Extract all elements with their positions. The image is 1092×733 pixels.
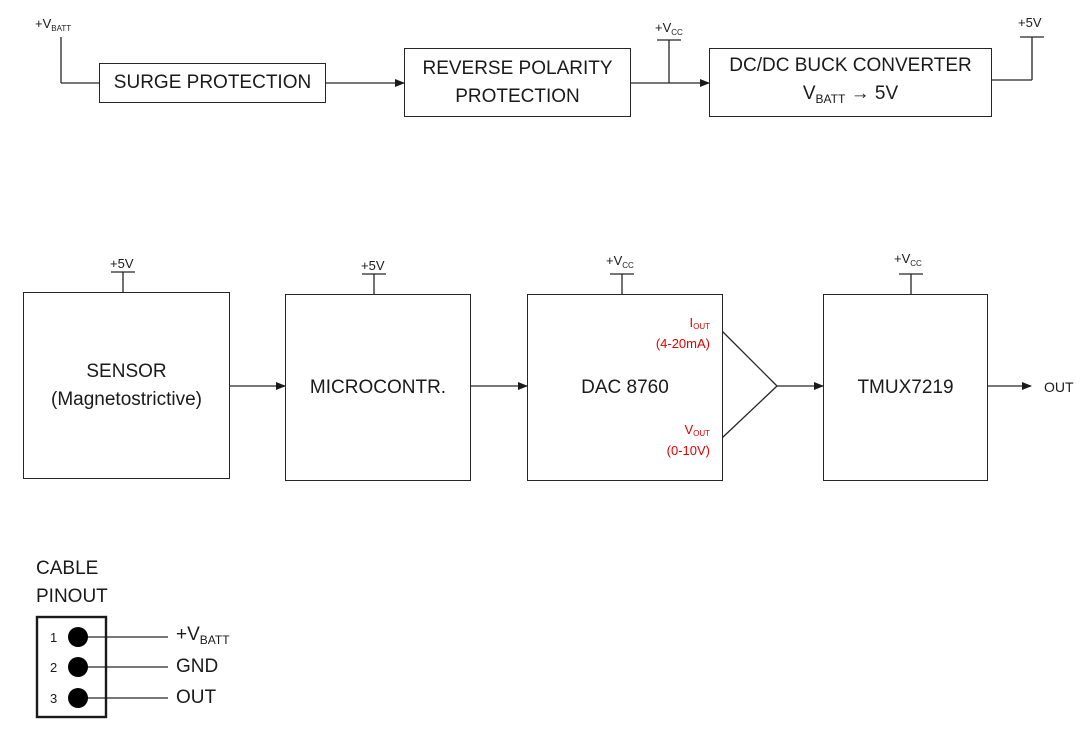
buck-line1: DC/DC BUCK CONVERTER [729,55,972,76]
pin1-dot [68,627,88,647]
sensor-block: SENSOR (Magnetostrictive) [23,292,230,479]
mux-supply-label: +VCC [894,251,922,269]
surge-protection-block: SURGE PROTECTION [99,63,326,103]
pin3-name: OUT [176,687,217,708]
micro-supply-label: +5V [361,258,385,273]
sensor-line2: (Magnetostrictive) [51,388,202,410]
vout-wire [721,385,778,439]
sensor-line1: SENSOR [86,360,167,382]
micro-label: MICROCONTR. [309,376,447,398]
buck-line2: VBATT → 5V [802,83,899,106]
tmux-label: TMUX7219 [857,376,954,398]
buck-output-label: +5V [1018,15,1042,30]
vcc-tap-label: +VCC [655,20,683,38]
dac-block: DAC 8760 [527,294,723,481]
reverse-line1: REVERSE POLARITY [422,57,613,79]
pin2-dot [68,657,88,677]
dac-label: DAC 8760 [581,376,669,398]
reverse-polarity-block: REVERSE POLARITY PROTECTION [404,48,631,117]
buck-converter-block: DC/DC BUCK CONVERTER VBATT → 5V [709,48,992,117]
right-arrow-icon: → [850,83,870,104]
microcontroller-block: MICROCONTR. [285,294,471,481]
iout-wire [721,330,778,387]
signal-out-label: OUT [1044,379,1074,395]
pin2-name: GND [176,656,219,677]
pin3-number: 3 [50,691,58,706]
pin2-number: 2 [50,660,58,675]
tmux-block: TMUX7219 [823,294,988,481]
connector-body [35,615,108,719]
reverse-line2: PROTECTION [455,85,580,107]
iout-annotation: IOUT (4-20mA) [655,315,710,351]
vout-annotation: VOUT (0-10V) [666,422,710,458]
pinout-title-line2: PINOUT [36,586,108,607]
sensor-supply-label: +5V [110,256,134,271]
dac-supply-label: +VCC [606,253,634,271]
pin1-number: 1 [50,630,58,645]
surge-protection-label: SURGE PROTECTION [113,72,312,93]
vbatt-input-label: +VBATT [35,16,72,34]
pin3-dot [68,688,88,708]
pin1-name: +VBATT [176,624,230,647]
pinout-title-line1: CABLE [36,558,99,579]
